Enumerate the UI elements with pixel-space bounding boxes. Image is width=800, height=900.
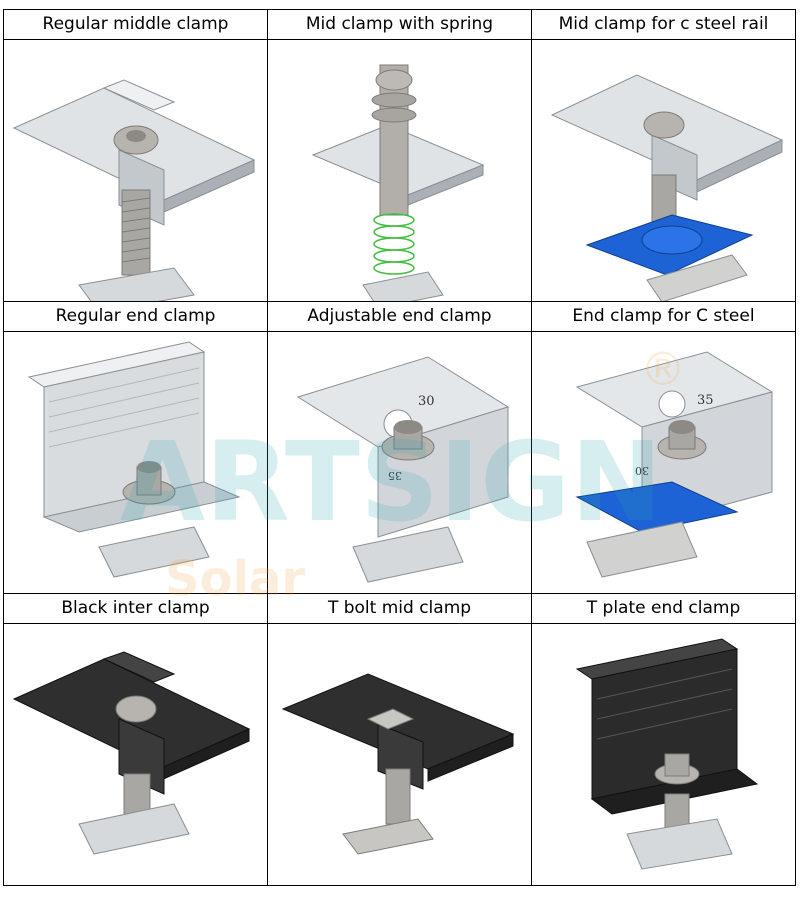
product-image-cell bbox=[267, 623, 532, 886]
product-label: Mid clamp for c steel rail bbox=[531, 9, 796, 40]
product-label: Adjustable end clamp bbox=[267, 301, 532, 332]
scale-mark: 35 bbox=[697, 393, 714, 408]
regular-middle-clamp-image bbox=[12, 79, 256, 301]
scale-mark: 35 bbox=[388, 469, 402, 482]
adjustable-end-clamp-image: 30 35 bbox=[296, 356, 510, 583]
black-inter-clamp-image bbox=[12, 651, 251, 855]
t-plate-end-clamp-image bbox=[575, 638, 759, 870]
product-image-cell bbox=[3, 331, 268, 594]
mid-clamp-with-spring-image bbox=[311, 64, 485, 301]
product-label: Mid clamp with spring bbox=[267, 9, 532, 40]
product-image-cell bbox=[267, 39, 532, 302]
product-image-cell bbox=[3, 39, 268, 302]
clamp-catalog-table: Regular middle clamp Mid clamp with spri… bbox=[3, 9, 796, 886]
product-image-cell bbox=[531, 39, 796, 302]
product-label: Regular middle clamp bbox=[3, 9, 268, 40]
product-label: Black inter clamp bbox=[3, 593, 268, 624]
product-image-cell: 30 35 bbox=[267, 331, 532, 594]
product-label: T plate end clamp bbox=[531, 593, 796, 624]
product-image-cell bbox=[531, 623, 796, 886]
scale-mark: 30 bbox=[635, 464, 649, 477]
scale-mark: 30 bbox=[418, 394, 435, 409]
t-bolt-mid-clamp-image bbox=[281, 673, 515, 855]
regular-end-clamp-image bbox=[27, 341, 241, 578]
mid-clamp-c-steel-image bbox=[550, 74, 784, 301]
product-label: Regular end clamp bbox=[3, 301, 268, 332]
end-clamp-c-steel-image: 35 30 bbox=[575, 351, 774, 578]
product-image-cell: 35 30 bbox=[531, 331, 796, 594]
product-label: End clamp for C steel bbox=[531, 301, 796, 332]
product-label: T bolt mid clamp bbox=[267, 593, 532, 624]
product-image-cell bbox=[3, 623, 268, 886]
